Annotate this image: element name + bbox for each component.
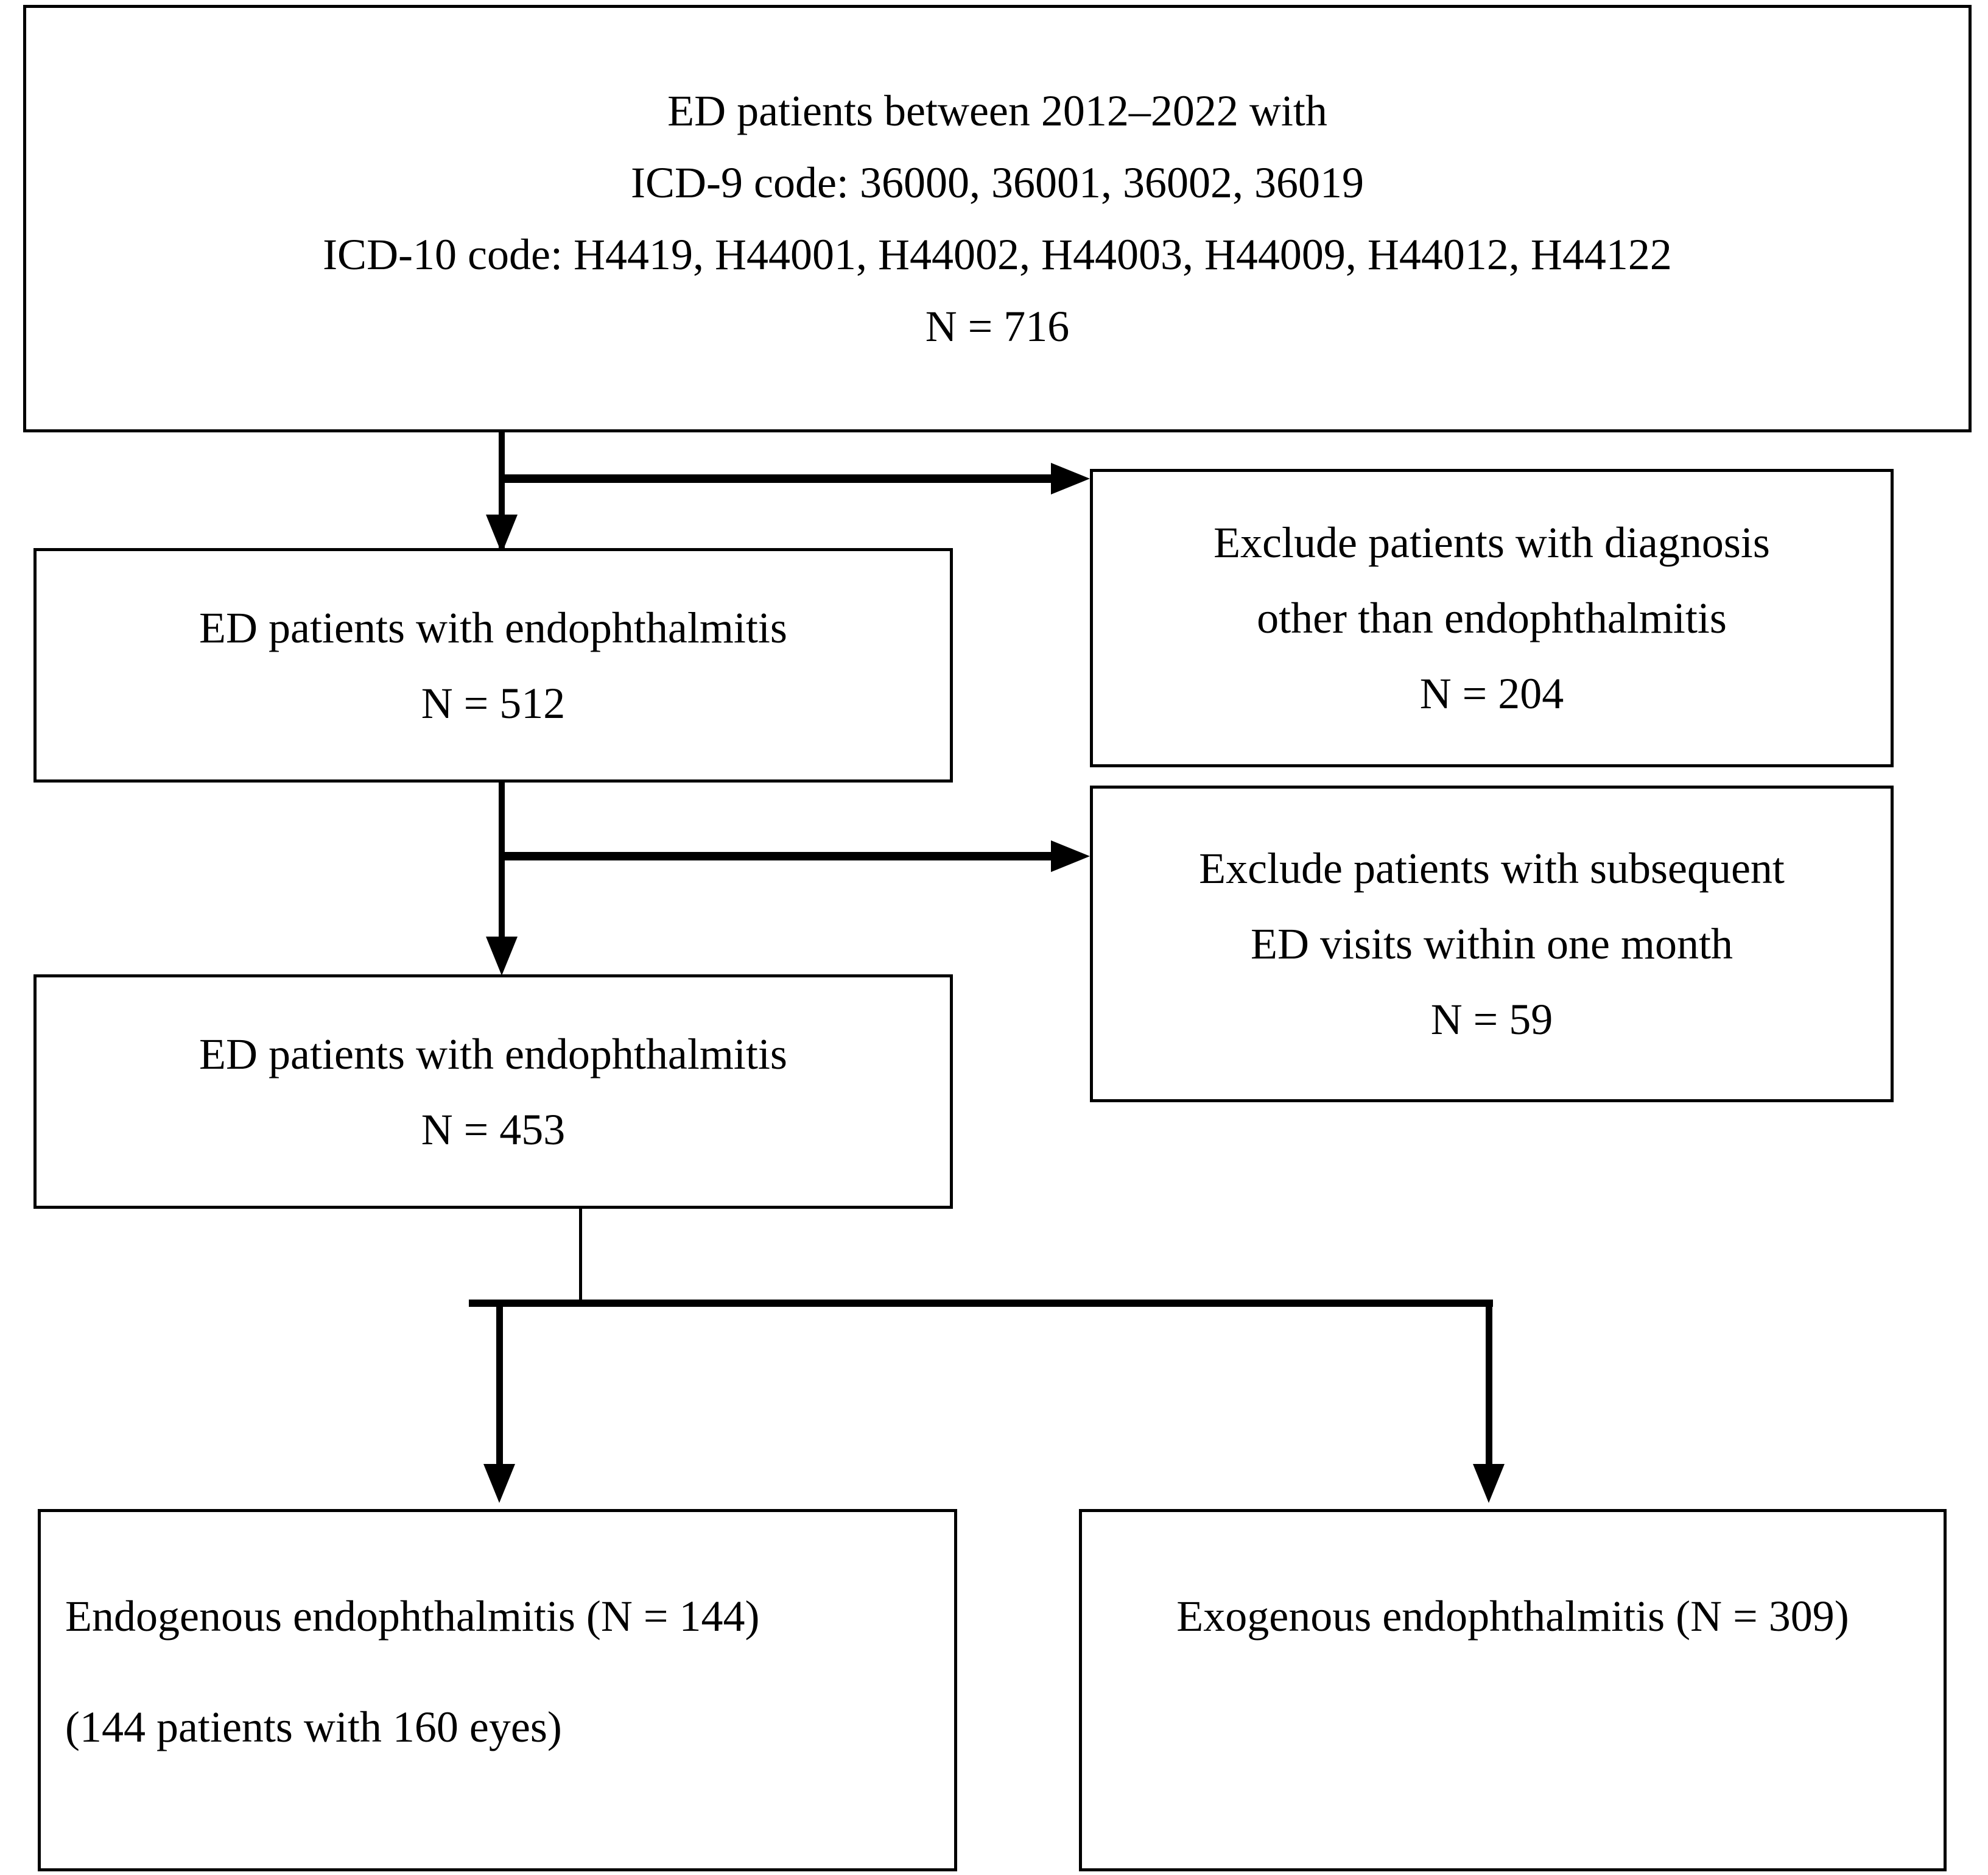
node-source-cohort: ED patients between 2012–2022 with ICD-9…	[23, 5, 1972, 432]
connector-453-to-endogenous-arrowhead	[483, 1464, 515, 1503]
connector-512-to-453-arrowhead	[486, 937, 518, 976]
node-endophthalmitis-512-line-2: N = 512	[421, 678, 566, 728]
connector-source-to-512-arrowhead	[486, 515, 518, 554]
node-exclude-diagnosis-line-1: Exclude patients with diagnosis	[1214, 518, 1770, 567]
node-source-cohort-line-4: N = 716	[925, 302, 1070, 351]
node-exclude-diagnosis-line-2: other than endophthalmitis	[1257, 594, 1727, 642]
node-exclude-revisit-line-2: ED visits within one month	[1251, 920, 1733, 968]
node-exclude-revisit-line-3: N = 59	[1430, 995, 1553, 1044]
node-source-cohort-line-3: ICD-10 code: H4419, H44001, H44002, H440…	[323, 230, 1672, 279]
connector-source-to-exclude-diagnosis-bar	[502, 474, 1053, 483]
node-exclude-revisit-line-1: Exclude patients with subsequent	[1199, 844, 1785, 893]
node-endophthalmitis-453-line-1: ED patients with endophthalmitis	[199, 1029, 787, 1078]
connector-453-split-stem	[579, 1209, 582, 1303]
node-endogenous-line-2: (144 patients with 160 eyes)	[65, 1703, 562, 1751]
connector-453-to-exogenous-stem	[1486, 1303, 1492, 1464]
node-endophthalmitis-512: ED patients with endophthalmitis N = 512	[33, 548, 953, 783]
connector-512-to-exclude-revisit-bar	[502, 852, 1053, 860]
node-exclude-revisit: Exclude patients with subsequent ED visi…	[1090, 786, 1894, 1102]
node-exogenous: Exogenous endophthalmitis (N = 309)	[1079, 1509, 1947, 1871]
node-source-cohort-line-1: ED patients between 2012–2022 with	[667, 86, 1327, 135]
connector-512-to-exclude-revisit-arrowhead	[1051, 840, 1090, 872]
connector-453-to-exogenous-arrowhead	[1473, 1464, 1505, 1503]
node-endophthalmitis-512-line-1: ED patients with endophthalmitis	[199, 603, 787, 652]
connector-source-to-exclude-diagnosis-arrowhead	[1051, 463, 1090, 494]
node-source-cohort-line-2: ICD-9 code: 36000, 36001, 36002, 36019	[631, 158, 1364, 207]
connector-453-split-bar	[469, 1300, 1493, 1307]
connector-512-to-453-stem	[499, 783, 505, 956]
node-exclude-diagnosis: Exclude patients with diagnosis other th…	[1090, 469, 1894, 767]
node-exogenous-line-1: Exogenous endophthalmitis (N = 309)	[1176, 1592, 1849, 1641]
node-endophthalmitis-453-line-2: N = 453	[421, 1105, 566, 1154]
connector-453-to-endogenous-stem	[496, 1303, 503, 1464]
node-endogenous-line-1: Endogenous endophthalmitis (N = 144)	[65, 1592, 760, 1641]
node-endophthalmitis-453: ED patients with endophthalmitis N = 453	[33, 974, 953, 1209]
node-endogenous: Endogenous endophthalmitis (N = 144) (14…	[38, 1509, 957, 1871]
node-exclude-diagnosis-line-3: N = 204	[1419, 669, 1564, 718]
